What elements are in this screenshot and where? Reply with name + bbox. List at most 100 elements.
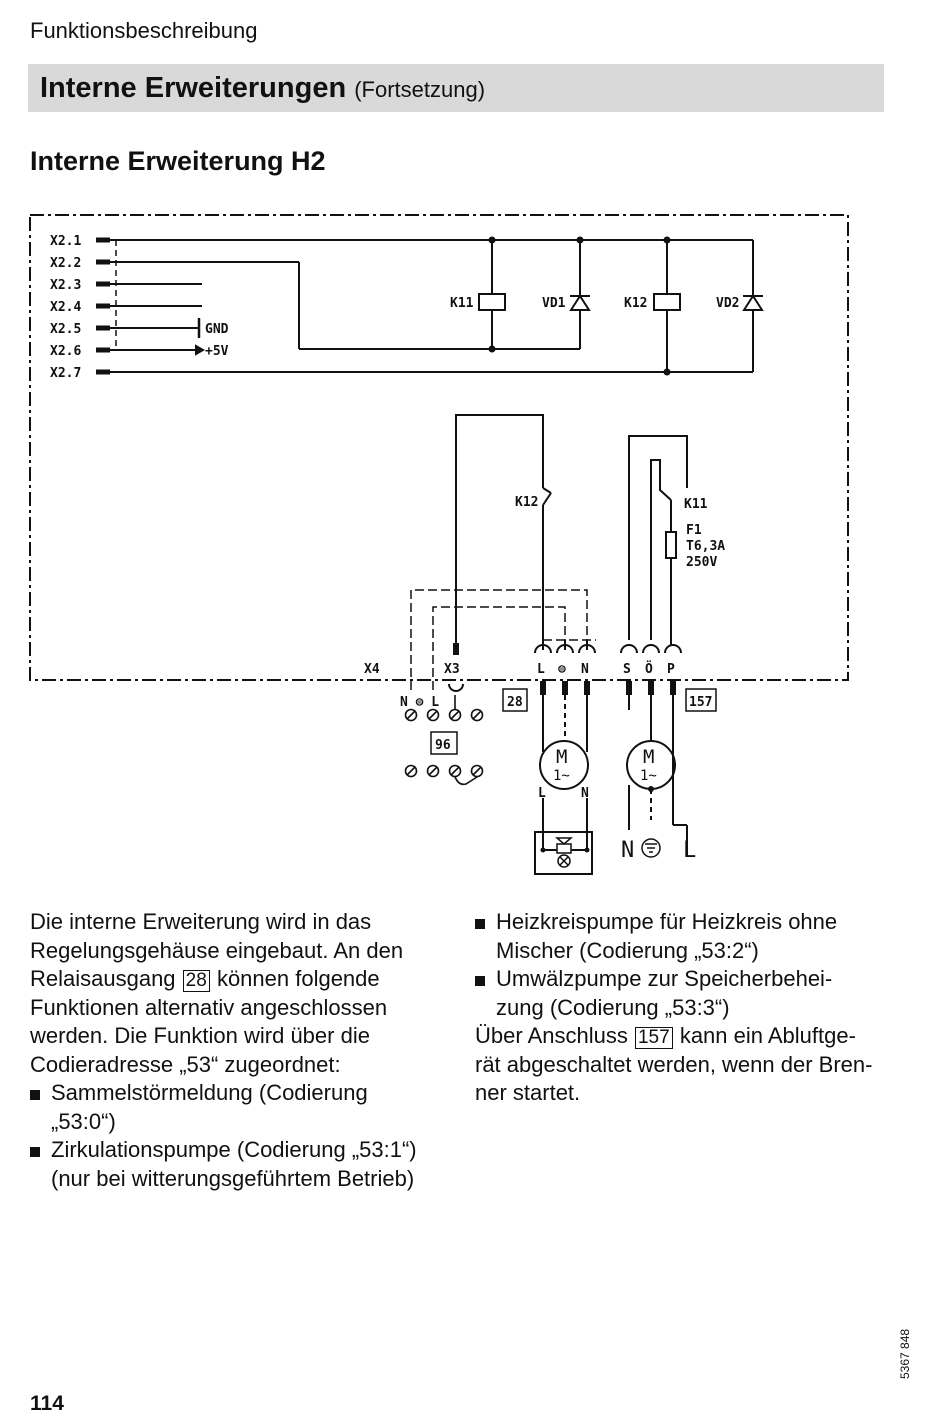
plug157-pin-s: S bbox=[623, 662, 631, 677]
k11-contact-label: K11 bbox=[684, 497, 708, 512]
box-157-label: 157 bbox=[689, 695, 712, 710]
gnd-label: GND bbox=[205, 322, 229, 337]
right-line-1b: kann ein Abluftge- bbox=[679, 1023, 856, 1048]
left-line-3a: Relaisausgang bbox=[30, 966, 176, 991]
motor2-phase: 1~ bbox=[640, 768, 657, 784]
left-line-3b: können folgende bbox=[216, 966, 380, 991]
box-96-border bbox=[430, 731, 458, 755]
fuse-voltage: 250V bbox=[686, 555, 717, 570]
box-28-border bbox=[502, 688, 528, 712]
left-line-6: Codieradresse „53“ zugeordnet: bbox=[30, 1051, 341, 1077]
bullet-square bbox=[475, 919, 485, 929]
bullet-text: zung (Codierung „53:3“) bbox=[496, 994, 730, 1020]
plus5v-label: +5V bbox=[205, 344, 229, 359]
motor2-m: M bbox=[643, 746, 654, 768]
body-left-column: Die interne Erweiterung wird in das Rege… bbox=[30, 908, 450, 1193]
terminal-x2-1: X2.1 bbox=[50, 234, 81, 249]
bullet-item: Sammelstörmeldung (Codierung „53:0“) bbox=[30, 1079, 450, 1136]
document-number: 5367 848 bbox=[895, 1322, 915, 1382]
vd1-diode bbox=[569, 294, 591, 311]
plug28-pin-l: L bbox=[537, 662, 545, 677]
left-line-1: Die interne Erweiterung wird in das bbox=[30, 909, 372, 934]
k12-coil-label: K12 bbox=[624, 296, 647, 311]
left-paragraph: Die interne Erweiterung wird in das Rege… bbox=[30, 908, 450, 1079]
x3-terminal-screws bbox=[404, 695, 484, 722]
valve-box bbox=[534, 831, 593, 875]
bullet-square bbox=[30, 1090, 40, 1100]
output-n-label: N bbox=[621, 838, 634, 863]
terminal-x2-2: X2.2 bbox=[50, 256, 81, 271]
plug28-sockets bbox=[534, 644, 596, 654]
frame-border bbox=[29, 214, 849, 681]
x3-socket bbox=[448, 683, 464, 692]
document-number-text: 5367 848 bbox=[898, 1328, 912, 1379]
box-157-border bbox=[685, 688, 717, 712]
motor1-l-label: L bbox=[538, 786, 546, 801]
fuse-rating: T6,3A bbox=[686, 539, 725, 554]
box-96-label: 96 bbox=[435, 738, 451, 753]
plug157-sockets bbox=[620, 644, 682, 654]
section-title-suffix: (Fortsetzung) bbox=[354, 77, 486, 102]
section-title-main: Interne Erweiterungen bbox=[40, 72, 347, 104]
bullet-text: Sammelstörmeldung (Codierung bbox=[51, 1080, 368, 1105]
junction-dots bbox=[488, 236, 671, 376]
terminal-x2-7: X2.7 bbox=[50, 366, 81, 381]
motor1-n-label: N bbox=[581, 786, 589, 801]
k12-contact-label: K12 bbox=[515, 495, 538, 510]
plug157-pin-oe: Ö bbox=[645, 661, 653, 677]
plug96-terminal-screws bbox=[404, 764, 484, 786]
ref-box-28: 28 bbox=[182, 970, 210, 992]
bullet-text: „53:0“) bbox=[51, 1108, 116, 1134]
output-l-label: L bbox=[683, 838, 696, 863]
right-paragraph: Über Anschluss 157 kann ein Abluftge- rä… bbox=[475, 1022, 895, 1108]
bullet-text: Umwälzpumpe zur Speicherbehei- bbox=[496, 966, 833, 991]
motor1-m: M bbox=[556, 746, 567, 768]
box-28-label: 28 bbox=[507, 695, 523, 710]
earth-symbol bbox=[641, 838, 661, 858]
bullet-square bbox=[475, 976, 485, 986]
bullet-text: Heizkreispumpe für Heizkreis ohne bbox=[496, 909, 838, 934]
section-title-bar: Interne Erweiterungen (Fortsetzung) bbox=[28, 64, 884, 112]
k11-coil-label: K11 bbox=[450, 296, 474, 311]
x3-pin-labels: N ⊜ L bbox=[400, 695, 439, 710]
right-line-1a: Über Anschluss bbox=[475, 1023, 628, 1048]
k11-coil bbox=[478, 293, 506, 311]
bullet-text: Mischer (Codierung „53:2“) bbox=[496, 937, 759, 963]
plug28-pin-n: N bbox=[581, 662, 589, 677]
right-line-3: ner startet. bbox=[475, 1080, 581, 1105]
ref-box-157: 157 bbox=[634, 1027, 673, 1049]
right-line-2: rät abgeschaltet werden, wenn der Bren- bbox=[475, 1051, 873, 1077]
bullet-text: Zirkulationspumpe (Codierung „53:1“) bbox=[51, 1137, 417, 1162]
k12-coil bbox=[653, 293, 681, 311]
left-line-4: Funktionen alternativ angeschlossen bbox=[30, 994, 388, 1020]
wiring-diagram: X2.1 X2.2 X2.3 X2.4 X2.5 X2.6 X2.7 GND +… bbox=[29, 214, 849, 875]
body-right-column: Heizkreispumpe für Heizkreis ohne Mische… bbox=[475, 908, 895, 1108]
running-header: Funktionsbeschreibung bbox=[30, 18, 258, 43]
bullet-item: Umwälzpumpe zur Speicherbehei- zung (Cod… bbox=[475, 965, 895, 1022]
terminal-x2-4: X2.4 bbox=[50, 300, 81, 315]
plug157-pin-p: P bbox=[667, 662, 675, 677]
plug-pins bbox=[453, 643, 676, 695]
plug28-pin-earth: ⊜ bbox=[558, 662, 566, 677]
bullet-item: Zirkulationspumpe (Codierung „53:1“) (nu… bbox=[30, 1136, 450, 1193]
section-title: Interne Erweiterungen (Fortsetzung) bbox=[40, 72, 485, 105]
terminal-x2-6: X2.6 bbox=[50, 344, 81, 359]
page-number: 114 bbox=[30, 1392, 64, 1415]
terminal-x2-5: X2.5 bbox=[50, 322, 81, 337]
page-subtitle: Interne Erweiterung H2 bbox=[30, 146, 326, 176]
bullet-square bbox=[30, 1147, 40, 1157]
x3-label: X3 bbox=[444, 662, 460, 677]
fuse-f1 bbox=[665, 531, 677, 559]
motor1-phase: 1~ bbox=[553, 768, 570, 784]
vd2-label: VD2 bbox=[716, 296, 739, 311]
bullet-item: Heizkreispumpe für Heizkreis ohne Mische… bbox=[475, 908, 895, 965]
left-line-2: Regelungsgehäuse eingebaut. An den bbox=[30, 937, 404, 963]
vd1-label: VD1 bbox=[542, 296, 566, 311]
x2-connectors bbox=[96, 237, 110, 375]
x4-label: X4 bbox=[364, 662, 380, 677]
left-line-5: werden. Die Funktion wird über die bbox=[30, 1023, 370, 1048]
vd2-diode bbox=[742, 294, 764, 311]
k12-contact bbox=[542, 487, 552, 506]
bullet-text: (nur bei witterungsgeführtem Betrieb) bbox=[51, 1165, 415, 1191]
fuse-name: F1 bbox=[686, 523, 702, 538]
